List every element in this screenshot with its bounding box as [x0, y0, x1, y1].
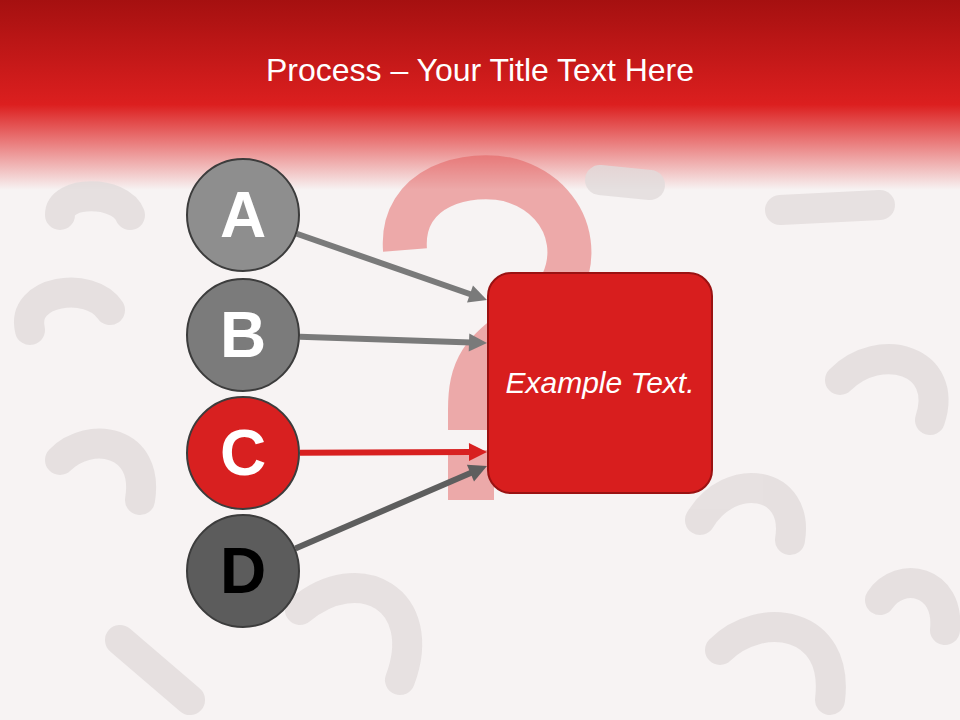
arrow-connector: [297, 234, 487, 303]
slide-title: Process – Your Title Text Here: [0, 52, 960, 89]
circle-letter: B: [220, 298, 266, 372]
arrow-connector: [300, 333, 487, 351]
arrow-head: [467, 465, 487, 482]
arrow-head: [469, 333, 487, 351]
letter-circle: A: [186, 158, 300, 272]
letter-circle: D: [186, 514, 300, 628]
example-box: Example Text.: [487, 272, 713, 494]
arrow-line: [297, 234, 472, 295]
arrow-line: [300, 449, 471, 456]
arrow-head: [469, 443, 487, 461]
arrow-head: [467, 286, 487, 303]
arrow-connector: [300, 443, 487, 461]
circle-letter: A: [220, 178, 266, 252]
circle-letter: D: [220, 534, 266, 608]
circle-letter: C: [220, 416, 266, 490]
letter-circle: C: [186, 396, 300, 510]
arrow-line: [295, 472, 472, 548]
box-text: Example Text.: [506, 361, 695, 405]
letter-circle: B: [186, 278, 300, 392]
arrow-connector: [295, 465, 487, 549]
arrow-line: [300, 337, 471, 343]
